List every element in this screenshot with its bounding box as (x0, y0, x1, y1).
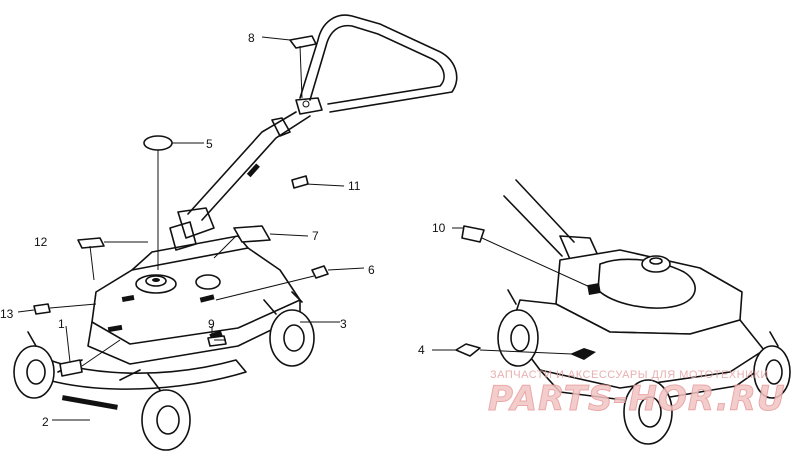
label-shape-9 (207, 335, 227, 347)
label-shape-7 (233, 225, 271, 243)
callout-13: 13 (0, 307, 14, 321)
front-right-wheel-rear-view (753, 345, 791, 399)
label-shape-13 (33, 303, 51, 315)
callout-6: 6 (368, 263, 375, 277)
callout-2: 2 (42, 415, 49, 429)
watermark-logo-text: PARTS-HOR.RU (488, 379, 785, 419)
callout-8: 8 (248, 31, 255, 45)
front-left-wheel-rear-view (623, 379, 673, 445)
leader-lines-left (17, 36, 365, 421)
callout-11: 11 (348, 179, 361, 193)
callout-3: 3 (340, 317, 347, 331)
label-shape-8 (289, 35, 317, 49)
rear-left-wheel-rear-view (497, 309, 539, 367)
watermark: ЗАПЧАСТИ И АКСЕССУАРЫ ДЛЯ МОТОТЕХНИКИ PA… (488, 369, 785, 420)
label-shape-11 (291, 175, 309, 189)
callout-10: 10 (432, 221, 446, 235)
callout-9: 9 (208, 317, 215, 331)
front-left-wheel (13, 345, 55, 399)
watermark-tagline: ЗАПЧАСТИ И АКСЕССУАРЫ ДЛЯ МОТОТЕХНИКИ (490, 369, 769, 381)
front-right-wheel (141, 389, 191, 451)
label-shape-4 (455, 343, 481, 357)
label-shape-12 (77, 237, 105, 249)
callout-5: 5 (206, 137, 213, 151)
mower-front-view (13, 14, 458, 451)
leader-lines-right (432, 227, 593, 355)
label-shape-10 (461, 225, 485, 243)
callout-12: 12 (34, 235, 48, 249)
label-shape-5 (143, 135, 173, 151)
callout-4: 4 (418, 343, 425, 357)
label-shape-6 (311, 265, 329, 279)
label-shape-1 (59, 359, 83, 377)
callout-7: 7 (312, 229, 319, 243)
rear-right-wheel (269, 309, 315, 367)
callout-1: 1 (58, 317, 65, 331)
